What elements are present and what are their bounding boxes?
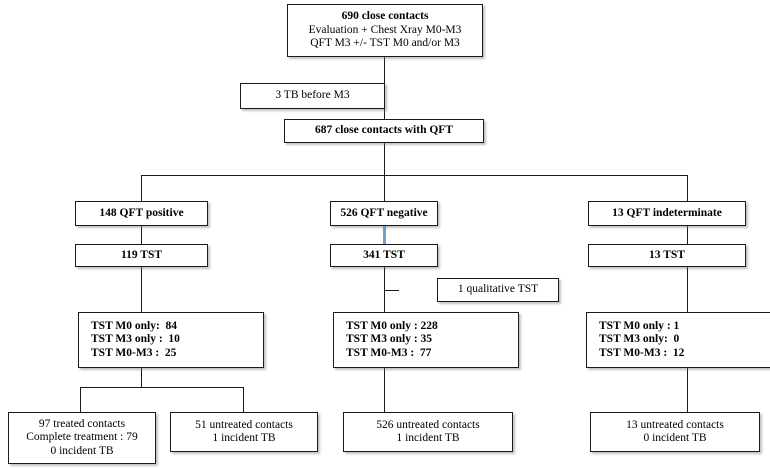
connector-detailind-to-untreated <box>687 368 688 412</box>
node-qualitative-tst: 1 qualitative TST <box>437 278 559 302</box>
node-line: 51 untreated contacts <box>195 418 293 431</box>
node-qft-positive: 148 QFT positive <box>75 201 208 226</box>
node-line: 97 treated contacts <box>38 417 126 430</box>
connector-fork-left <box>141 175 142 201</box>
connector-bottomfork-horizontal <box>80 387 243 388</box>
node-line: 13 TST <box>649 248 685 261</box>
node-line: 148 QFT positive <box>99 206 184 219</box>
node-line: QFT M3 +/- TST M0 and/or M3 <box>310 37 460 50</box>
node-line: 0 incident TB <box>50 444 114 457</box>
node-untreated-qft-negative: 526 untreated contacts 1 incident TB <box>343 412 513 452</box>
connector-fork-right <box>687 175 688 201</box>
connector-tstneg-to-detail <box>384 267 385 312</box>
node-line: TST M3 only : 10 <box>91 333 180 346</box>
node-detail-qft-positive: TST M0 only: 84 TST M3 only : 10 TST M0-… <box>78 312 264 368</box>
node-total-close-contacts: 690 close contacts Evaluation + Chest Xr… <box>287 4 483 57</box>
node-tst-indeterminate-branch: 13 TST <box>588 244 746 267</box>
node-line: Evaluation + Chest Xray M0-M3 <box>308 23 462 36</box>
node-line: TST M0 only : 1 <box>599 319 680 332</box>
connector-withqft-down <box>384 143 385 176</box>
connector-detailpos-down <box>141 368 142 388</box>
connector-bottomfork-right <box>243 387 244 412</box>
node-detail-qft-negative: TST M0 only : 228 TST M3 only : 35 TST M… <box>333 312 519 368</box>
node-line: 526 QFT negative <box>340 206 428 219</box>
connector-qftneg-to-tst-highlight <box>383 226 386 244</box>
node-untreated-qft-indeterminate: 13 untreated contacts 0 incident TB <box>590 412 760 452</box>
node-tst-negative-branch: 341 TST <box>330 244 438 267</box>
connector-tstind-to-detail <box>687 267 688 312</box>
node-line: TST M3 only : 35 <box>346 333 433 346</box>
connector-qualitative-stub <box>385 290 399 291</box>
node-line: 526 untreated contacts <box>376 418 480 431</box>
node-line: 687 close contacts with QFT <box>315 124 453 137</box>
node-line: 13 QFT indeterminate <box>612 206 722 219</box>
node-line: 1 qualitative TST <box>457 283 539 296</box>
node-untreated-qft-positive: 51 untreated contacts 1 incident TB <box>170 412 318 452</box>
connector-fork-horizontal <box>141 175 687 176</box>
node-line: Complete treatment : 79 <box>26 431 138 444</box>
node-detail-qft-indeterminate: TST M0 only : 1 TST M3 only: 0 TST M0-M3… <box>586 312 770 368</box>
connector-qftind-to-tst <box>687 226 688 244</box>
connector-detailneg-to-untreated <box>384 368 385 412</box>
node-line: 3 TB before M3 <box>275 89 350 102</box>
node-close-contacts-with-qft: 687 close contacts with QFT <box>284 119 484 143</box>
connector-bottomfork-left <box>80 387 81 412</box>
node-tst-positive-branch: 119 TST <box>75 244 208 267</box>
node-line: 119 TST <box>120 248 163 261</box>
connector-fork-middle <box>384 175 385 201</box>
node-treated-contacts: 97 treated contacts Complete treatment :… <box>8 412 156 464</box>
node-qft-negative: 526 QFT negative <box>330 201 438 226</box>
node-qft-indeterminate: 13 QFT indeterminate <box>588 201 746 226</box>
node-line: TST M0-M3 : 25 <box>91 346 177 359</box>
node-line: TST M0-M3 : 77 <box>346 346 432 359</box>
connector-tstpos-to-detail <box>141 267 142 312</box>
node-line: 1 incident TB <box>212 432 276 444</box>
node-line: 690 close contacts <box>341 10 429 23</box>
node-line: 13 untreated contacts <box>626 418 724 431</box>
node-line: TST M0 only: 84 <box>91 319 178 332</box>
node-line: TST M3 only: 0 <box>599 333 680 346</box>
node-tb-before-m3: 3 TB before M3 <box>240 83 385 109</box>
node-line: 1 incident TB <box>396 432 460 444</box>
node-line: 0 incident TB <box>643 432 707 444</box>
node-line: TST M0-M3 : 12 <box>599 346 685 359</box>
connector-qftpos-to-tst <box>141 226 142 244</box>
node-line: 341 TST <box>363 248 405 261</box>
node-line: TST M0 only : 228 <box>346 319 438 332</box>
